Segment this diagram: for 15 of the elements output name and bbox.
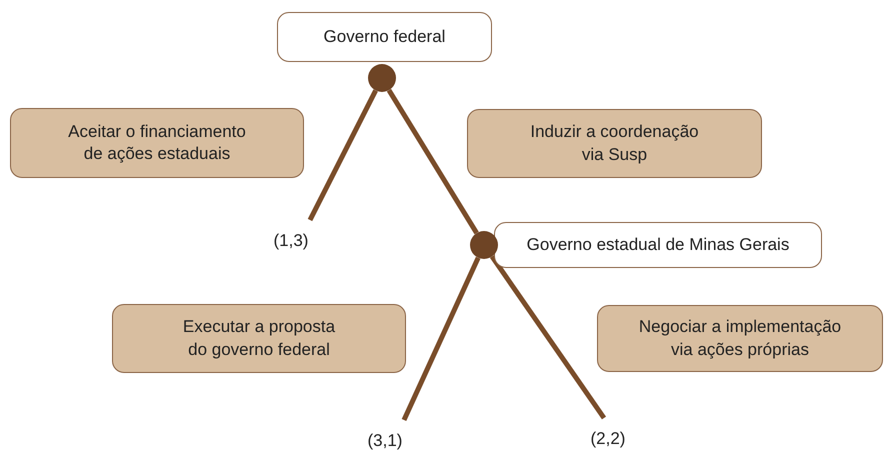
payoff-label: (3,1) bbox=[360, 428, 410, 454]
payoff-label: (1,3) bbox=[266, 228, 316, 254]
action-label: Aceitar o financiamento de ações estaduais bbox=[10, 108, 304, 178]
decision-node bbox=[368, 64, 396, 92]
action-label: Negociar a implementação via ações próprias bbox=[597, 305, 883, 372]
payoff-label: (2,2) bbox=[583, 426, 633, 452]
player-label: Governo federal bbox=[277, 12, 492, 62]
action-label: Executar a proposta do governo federal bbox=[112, 304, 406, 373]
tree-branch bbox=[402, 256, 480, 422]
player-label: Governo estadual de Minas Gerais bbox=[494, 222, 822, 268]
decision-node bbox=[470, 231, 498, 259]
tree-branch bbox=[308, 89, 378, 222]
tree-branch bbox=[386, 88, 479, 234]
action-label: Induzir a coordenação via Susp bbox=[467, 109, 762, 178]
tree-branch bbox=[490, 255, 606, 420]
